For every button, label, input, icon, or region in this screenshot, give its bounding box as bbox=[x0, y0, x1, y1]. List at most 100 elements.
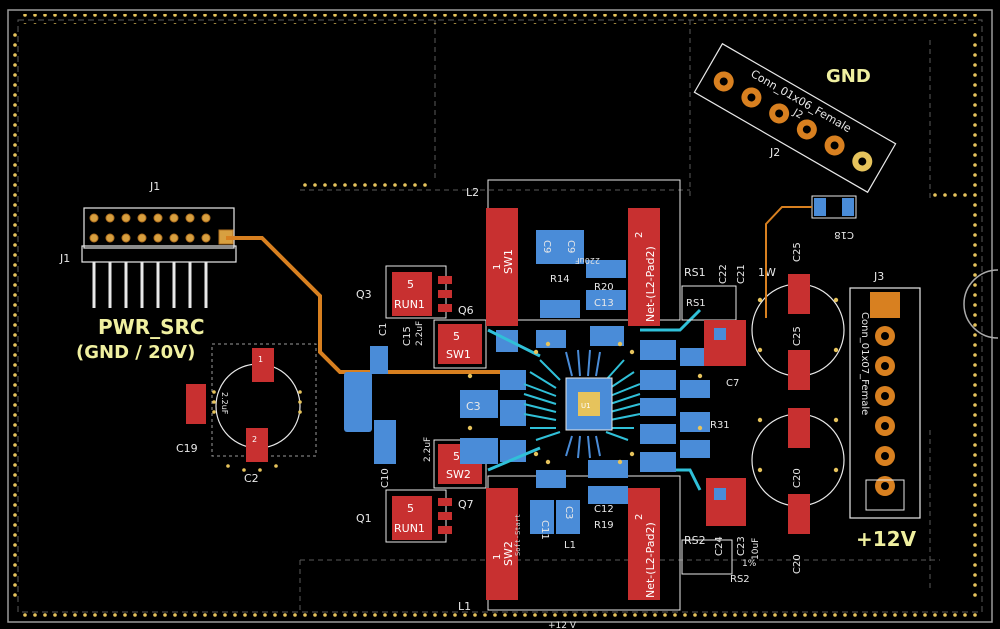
board-edge-outline bbox=[7, 9, 993, 623]
c25-ref-inner: C25 bbox=[792, 326, 803, 346]
c19-capacitor[interactable] bbox=[186, 384, 206, 424]
via-column-right bbox=[968, 30, 978, 600]
c13-ref: C13 bbox=[594, 298, 614, 309]
l2-pad1-net: SW1 bbox=[502, 249, 515, 274]
c8-ref: C3 bbox=[563, 506, 574, 519]
c21-ref: C21 bbox=[736, 264, 747, 284]
rs2-sense-resistor[interactable] bbox=[681, 478, 746, 575]
passives-bottom-bank bbox=[530, 460, 628, 534]
c12-ref: C12 bbox=[594, 504, 614, 515]
q6-pad5: 5 bbox=[453, 330, 460, 343]
pwr-src-sublabel: (GND / 20V) bbox=[76, 342, 195, 363]
c9-ref: C9 bbox=[565, 240, 576, 253]
via-column-left bbox=[12, 30, 22, 600]
c22uf-value-1: 2.2uF bbox=[415, 321, 425, 346]
q7-pad5: 5 bbox=[453, 450, 460, 463]
rs2-pct: 1% bbox=[742, 559, 757, 569]
l1-inductor[interactable]: 1 SW2 2 Net-(L2-Pad2) bbox=[486, 475, 681, 611]
passives-right-bank bbox=[640, 340, 710, 472]
rs2-inner-ref: RS2 bbox=[730, 574, 750, 585]
c22-ref: C22 bbox=[718, 264, 729, 284]
rs1-ref: RS1 bbox=[684, 266, 706, 279]
r14-ref: R14 bbox=[550, 274, 570, 285]
l1-pad1-net: SW2 bbox=[502, 541, 515, 566]
q3-ref: Q3 bbox=[356, 288, 372, 301]
q3-pad5: 5 bbox=[407, 278, 414, 291]
c15-ref: C15 bbox=[402, 326, 413, 346]
q7-ref: Q7 bbox=[458, 498, 474, 511]
j2-ref: J2 bbox=[769, 146, 780, 159]
rs1-sense-resistor[interactable] bbox=[681, 285, 746, 366]
l2-pad2-number: 2 bbox=[634, 232, 645, 238]
c3-ref: C3 bbox=[466, 400, 481, 413]
c18-capacitor[interactable] bbox=[811, 195, 857, 219]
c2-capacitor[interactable]: 1 2 bbox=[211, 343, 317, 462]
q3-run1-label: RUN1 bbox=[394, 298, 425, 311]
c18-ref: C18 bbox=[834, 229, 854, 240]
j1-ref-top: J1 bbox=[149, 180, 160, 193]
l1-pad2-net: Net-(L2-Pad2) bbox=[644, 522, 657, 598]
l2-ref: L2 bbox=[466, 186, 479, 199]
gnd-label: GND bbox=[826, 66, 871, 87]
q1-run1-label: RUN1 bbox=[394, 522, 425, 535]
via-row-j3 bbox=[930, 190, 970, 200]
r20-ref: R20 bbox=[594, 282, 614, 293]
j3-connector[interactable] bbox=[849, 287, 921, 519]
c19-ref: C19 bbox=[176, 442, 198, 455]
rs2-ref: RS2 bbox=[684, 534, 706, 547]
q1-mosfet[interactable]: 5 RUN1 bbox=[385, 489, 452, 543]
c23-value: 10uF bbox=[751, 538, 761, 560]
c23-ref: C23 bbox=[736, 536, 747, 556]
c2-via-ring bbox=[212, 390, 302, 472]
j3-footprint: Conn_01x07_Female bbox=[859, 312, 870, 415]
rs1-inner-ref: RS1 bbox=[686, 298, 706, 309]
q6-sw1-label: SW1 bbox=[446, 348, 471, 361]
output-trace-c18 bbox=[765, 206, 812, 318]
q6-mosfet-sw1[interactable]: 5 SW1 bbox=[433, 319, 487, 369]
center-vias bbox=[467, 297, 839, 473]
j1-ref-left: J1 bbox=[59, 252, 70, 265]
c20-ref: C20 bbox=[792, 554, 803, 574]
l1-ref: L1 bbox=[458, 600, 471, 613]
q1-ref: Q1 bbox=[356, 512, 372, 525]
c2-pad2-number: 2 bbox=[252, 435, 257, 444]
j3-ref: J3 bbox=[873, 270, 884, 283]
c7-ref: C7 bbox=[726, 378, 739, 389]
mounting-hole bbox=[963, 269, 999, 339]
passives-top-bank bbox=[536, 230, 626, 348]
controller-ic[interactable]: U1 bbox=[565, 377, 613, 431]
bottom-net-label: +12 V bbox=[548, 621, 577, 629]
l2-inductor[interactable]: 1 SW1 2 Net-(L2-Pad2) bbox=[486, 179, 681, 326]
via-row-top bbox=[20, 14, 980, 24]
plus12v-label: +12V bbox=[856, 527, 917, 551]
c19-value: 2.2uF bbox=[220, 392, 229, 415]
zone-divider-bottom bbox=[299, 430, 940, 610]
via-row-bottom bbox=[20, 608, 980, 618]
c25-ref: C25 bbox=[792, 242, 803, 262]
c22uf-value-2: 2.2uF bbox=[423, 437, 433, 462]
c20-ref-inner: C20 bbox=[792, 468, 803, 488]
c2-ref: C2 bbox=[244, 472, 259, 485]
c24-ref: C24 bbox=[714, 536, 725, 556]
q1-pad5: 5 bbox=[407, 502, 414, 515]
c25-capacitor[interactable] bbox=[751, 274, 845, 390]
pwr-src-label: PWR_SRC bbox=[98, 315, 205, 339]
j2-pad-ref: J2 bbox=[790, 107, 804, 122]
l2-pad2-net: Net-(L2-Pad2) bbox=[644, 246, 657, 322]
c11-ref: C11 bbox=[539, 520, 550, 540]
r19-ref: R19 bbox=[594, 520, 614, 531]
c20-capacitor[interactable] bbox=[751, 408, 845, 534]
l1-pad2-number: 2 bbox=[634, 514, 645, 520]
c2-pad1-number: 1 bbox=[258, 355, 263, 364]
c220uf-value: 220uF bbox=[575, 256, 600, 265]
l2-pad1-number: 1 bbox=[492, 264, 503, 270]
q7-sw2-label: SW2 bbox=[446, 468, 471, 481]
soft-start-note: Soft-Start bbox=[514, 514, 522, 556]
c10-ref: C10 bbox=[380, 468, 391, 488]
q6-ref: Q6 bbox=[458, 304, 474, 317]
j1-connector[interactable] bbox=[81, 207, 237, 308]
via-row-mid bbox=[300, 183, 430, 193]
l1-ref-inner: L1 bbox=[564, 540, 576, 551]
r31-ref: R31 bbox=[710, 420, 730, 431]
q3-mosfet[interactable]: 5 RUN1 bbox=[385, 265, 452, 319]
